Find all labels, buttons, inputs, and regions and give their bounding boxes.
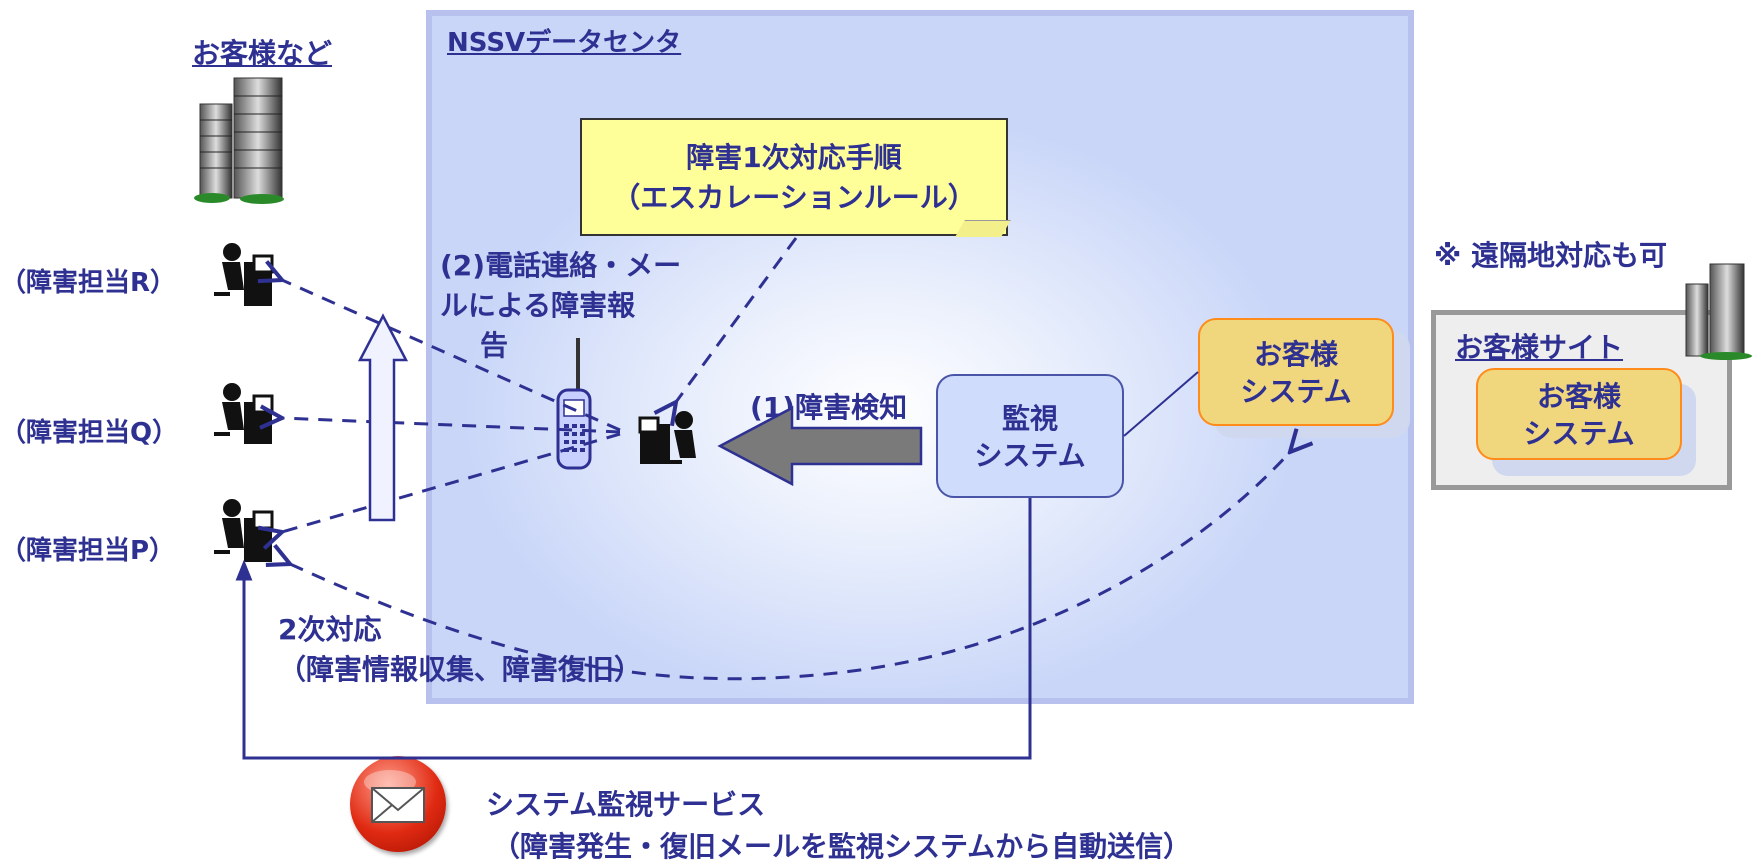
customers-title: お客様など [192,37,333,70]
procedure-note-line2: （エスカレーションルール） [612,181,976,214]
secondary-line1: 2次対応 [278,613,382,646]
mail-route-line [235,498,1032,760]
operator-icon-r [214,243,274,306]
building-icon [194,77,284,204]
phone-report-line1: (2)電話連絡・メー [440,249,682,282]
customer-system-line2: システム [1240,375,1352,408]
phone-report-text: (2)電話連絡・メー ルによる障害報 告 [440,246,681,366]
staff-label-r: （障害担当R） [0,268,177,298]
staff-label-p: （障害担当P） [0,536,176,566]
arrow-note-to-operator [676,237,798,402]
operator-icon-p [214,499,274,562]
operator-icon-q [214,383,274,444]
customer-system-line1: お客様 [1253,338,1338,371]
remote-building-icon [1685,263,1752,360]
remote-system-box: お客様 システム [1476,368,1682,460]
phone-report-line3: 告 [480,329,509,362]
secondary-line2: （障害情報収集、障害復旧） [278,653,643,686]
procedure-note: 障害1次対応手順 （エスカレーションルール） [580,118,1008,236]
remote-system-line2: システム [1523,417,1635,450]
customer-system-box: お客様 システム [1198,318,1394,426]
mail-icon [350,756,446,852]
operator-icon-dc [638,411,696,464]
remote-site-title: お客様サイト [1455,331,1624,364]
monitoring-service-line2: （障害発生・復旧メールを監視システムから自動送信） [492,830,1192,863]
staff-label-q: （障害担当Q） [0,418,179,448]
procedure-note-line1: 障害1次対応手順 [686,141,902,174]
phone-report-line2: ルによる障害報 [440,289,636,322]
escalation-arrow [357,313,409,522]
remote-system-line1: お客様 [1536,380,1621,413]
detection-arrow [717,405,923,487]
arrow-to-p [282,432,621,532]
secondary-response-text: 2次対応 （障害情報収集、障害復旧） [278,610,642,690]
monitoring-service-text: システム監視サービス （障害発生・復旧メールを監視システムから自動送信） [486,784,1191,868]
datacenter-title: NSSVデータセンタ [447,28,682,58]
arrow-to-r [282,280,621,432]
monitoring-service-line1: システム監視サービス [486,788,766,821]
monitor-customer-link [1123,371,1199,437]
remote-note: ※ 遠隔地対応も可 [1434,239,1667,272]
arrow-secondary-response [290,452,1290,681]
